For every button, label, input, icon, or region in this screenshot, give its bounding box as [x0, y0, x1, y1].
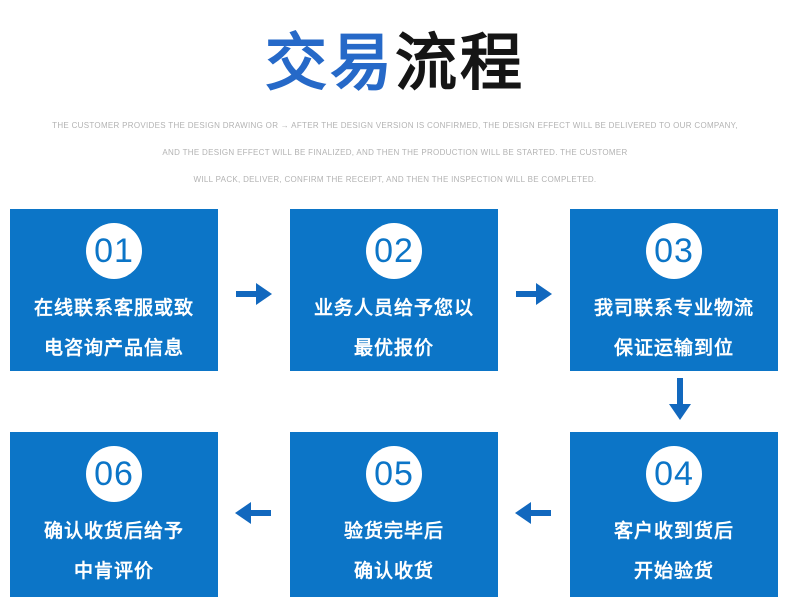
flow-arrow-right-icon [236, 282, 272, 306]
step-number-badge: 04 [646, 446, 702, 502]
page-title-highlight: 交易 [264, 29, 395, 98]
step-box-04: 04 客户收到货后 开始验货 [570, 432, 778, 597]
step-description-line: 开始验货 [633, 561, 714, 582]
subtitle-line: THE CUSTOMER PROVIDES THE DESIGN DRAWING… [52, 121, 738, 130]
subtitle: THE CUSTOMER PROVIDES THE DESIGN DRAWING… [0, 112, 790, 193]
page-title: 交易流程 [0, 12, 790, 102]
step-description-line: 业务人员给予您以 [313, 298, 474, 319]
step-number-badge: 05 [366, 446, 422, 502]
step-description-line: 中肯评价 [73, 561, 154, 582]
step-number-badge: 01 [86, 223, 142, 279]
step-number-badge: 02 [366, 223, 422, 279]
step-description-line: 确认收货后给予 [43, 521, 184, 542]
page-title-rest: 流程 [395, 29, 526, 98]
step-description-line: 确认收货 [353, 561, 434, 582]
flow-arrow-left-icon [515, 501, 551, 525]
step-description-line: 电咨询产品信息 [43, 338, 184, 359]
subtitle-line: AND THE DESIGN EFFECT WILL BE FINALIZED,… [162, 148, 628, 157]
step-description: 在线联系客服或致 电咨询产品信息 [10, 289, 218, 369]
step-description-line: 保证运输到位 [613, 338, 734, 359]
flow-arrow-left-icon [235, 501, 271, 525]
step-description-line: 验货完毕后 [343, 521, 444, 542]
step-description-line: 最优报价 [353, 338, 434, 359]
step-description-line: 我司联系专业物流 [593, 298, 754, 319]
step-description: 我司联系专业物流 保证运输到位 [570, 289, 778, 369]
step-description-line: 在线联系客服或致 [33, 298, 194, 319]
step-description: 确认收货后给予 中肯评价 [10, 512, 218, 592]
step-description: 验货完毕后 确认收货 [290, 512, 498, 592]
step-box-03: 03 我司联系专业物流 保证运输到位 [570, 209, 778, 371]
step-description: 客户收到货后 开始验货 [570, 512, 778, 592]
step-box-06: 06 确认收货后给予 中肯评价 [10, 432, 218, 597]
subtitle-line: WILL PACK, DELIVER, CONFIRM THE RECEIPT,… [193, 175, 597, 184]
step-box-01: 01 在线联系客服或致 电咨询产品信息 [10, 209, 218, 371]
step-box-02: 02 业务人员给予您以 最优报价 [290, 209, 498, 371]
step-box-05: 05 验货完毕后 确认收货 [290, 432, 498, 597]
flow-arrow-down-icon [668, 378, 692, 420]
flow-arrow-right-icon [516, 282, 552, 306]
step-number-badge: 06 [86, 446, 142, 502]
step-description-line: 客户收到货后 [613, 521, 734, 542]
step-description: 业务人员给予您以 最优报价 [290, 289, 498, 369]
step-number-badge: 03 [646, 223, 702, 279]
